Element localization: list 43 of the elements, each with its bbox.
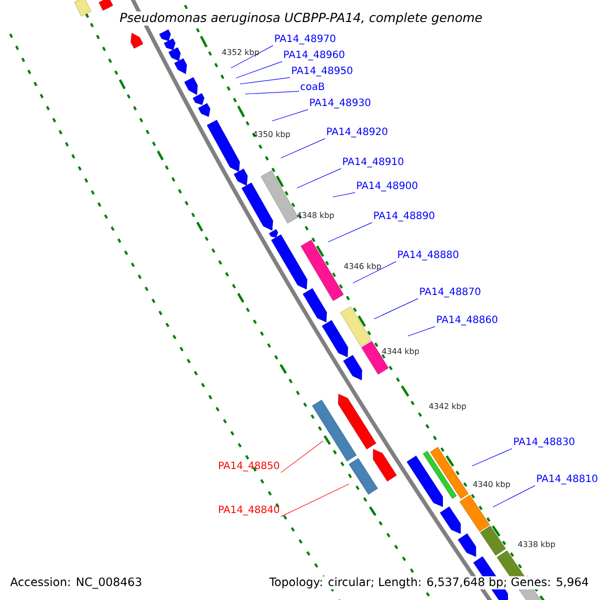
gene-label: PA14_48810 <box>537 474 598 484</box>
leader-line <box>352 261 396 284</box>
scale-label: 4342 kbp <box>429 402 466 411</box>
accession-text: Accession: NC_008463 <box>9 576 144 590</box>
gene-label: PA14_48850 <box>219 462 280 472</box>
gene-label: coaB <box>300 82 324 90</box>
leader-line <box>272 109 308 122</box>
gene-label: PA14_48870 <box>420 288 480 298</box>
title: Pseudomonas aeruginosa UCBPP-PA14, complete genome <box>118 12 484 26</box>
gene-label: PA14_48910 <box>343 158 404 168</box>
gene-label: PA14_48880 <box>398 250 458 260</box>
scale-label: 4346 kbp <box>344 262 381 271</box>
leader-line <box>244 91 300 94</box>
gene-label: PA14_48900 <box>357 182 418 192</box>
scale-label: 4352 kbp <box>222 48 259 57</box>
leader-line <box>230 45 274 68</box>
leader-line <box>374 298 418 320</box>
scale-label: 4338 kbp <box>518 540 555 549</box>
leader-line <box>408 326 436 336</box>
scale-label: 4348 kbp <box>297 212 334 220</box>
leader-line <box>296 168 342 188</box>
leader-line <box>280 440 324 473</box>
topology-text: Topology: circular; Length: 6,537,648 bp; Genes: 5,964 <box>268 576 590 590</box>
leader-line <box>280 138 326 158</box>
gene-label: PA14_48840 <box>219 506 280 516</box>
gene-label: PA14_48890 <box>374 212 434 222</box>
gene-label: PA14_48960 <box>284 50 344 60</box>
leader-line <box>492 485 536 508</box>
gene-label: PA14_48970 <box>275 34 336 44</box>
leader-line <box>280 484 350 517</box>
scale-label: 4340 kbp <box>473 480 510 489</box>
leader-line <box>240 77 290 84</box>
gene-label: PA14_48930 <box>310 98 370 108</box>
leader-line <box>236 61 282 78</box>
gene-label: PA14_48950 <box>292 66 352 76</box>
leader-line <box>328 222 372 242</box>
gene-label: PA14_48920 <box>327 128 388 138</box>
leader-line <box>472 448 512 466</box>
gene-label: PA14_48860 <box>437 316 498 326</box>
scale-label: 4344 kbp <box>382 348 419 356</box>
scale-label: 4350 kbp <box>253 130 290 139</box>
gene-label: PA14_48830 <box>514 438 574 448</box>
leader-line <box>332 192 356 198</box>
